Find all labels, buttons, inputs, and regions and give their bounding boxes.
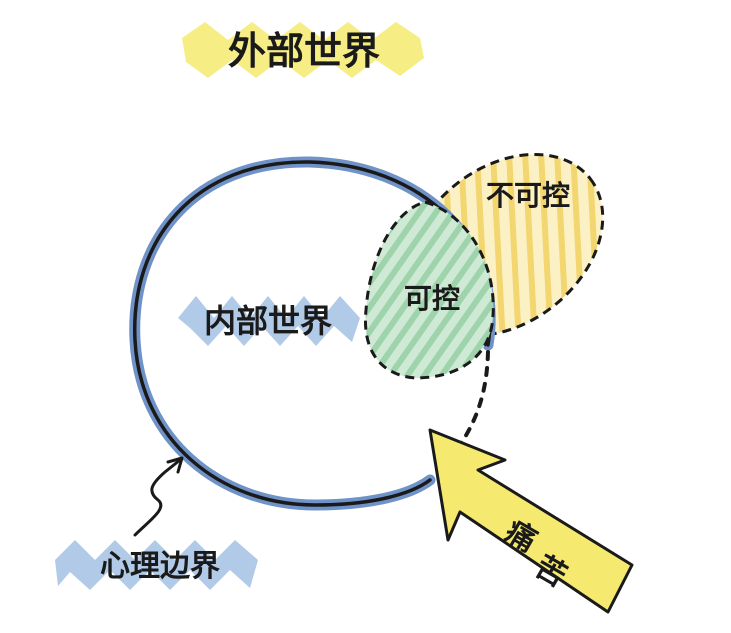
controllable-region — [363, 200, 495, 380]
outer-world-title: 外部世界 — [228, 29, 380, 73]
psych-boundary-label: 心理边界 — [100, 549, 220, 584]
inner-world-highlight — [178, 296, 360, 346]
controllable-label: 可控 — [404, 282, 460, 315]
title-highlight — [182, 22, 424, 78]
inner-world-label: 内部世界 — [204, 302, 332, 340]
boundary-gap-dashes — [458, 350, 490, 447]
psych-boundary-highlight — [55, 540, 258, 590]
boundary-pointer-arrowhead — [166, 456, 184, 474]
uncontrollable-label: 不可控 — [486, 179, 570, 212]
boundary-pointer-arrow — [133, 458, 182, 537]
inner-world-circle-outline — [133, 160, 492, 507]
pain-arrow — [428, 428, 634, 614]
